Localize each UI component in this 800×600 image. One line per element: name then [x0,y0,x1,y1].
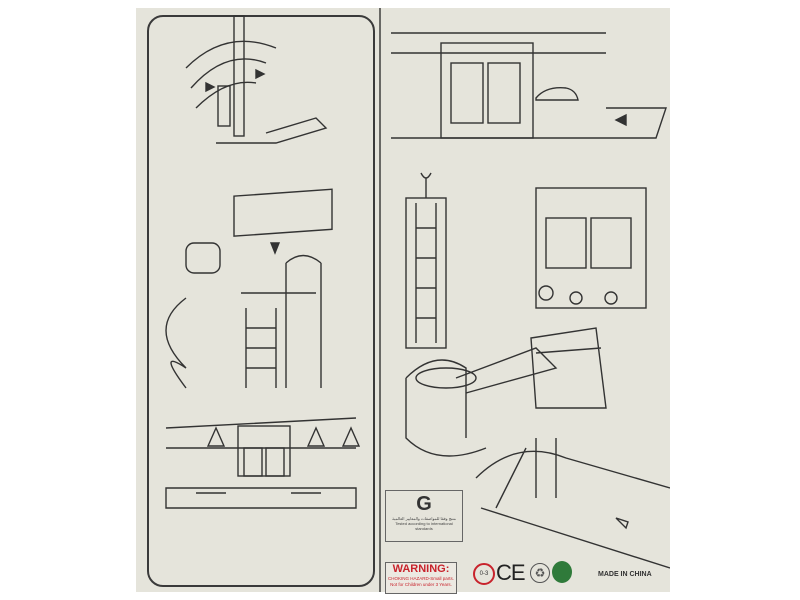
instruction-sheet: G منتج وفقا للمواصفات والمعايير العالمية… [136,8,670,594]
spiral-ramp-step [185,15,328,144]
recycle-icon: ♻ [530,563,550,583]
elevator-lock-step [535,187,647,309]
slope-step [475,438,670,569]
age-restriction-icon: 0-3 [473,563,495,585]
warning-label: WARNING: CHOKING HAZARD-Small parts. Not… [385,562,457,594]
parking-level-step [165,417,361,509]
warning-line-2: Not for Children under 3 Years. [390,582,452,587]
ce-mark-icon: CE [496,560,526,585]
standards-english-text: Tested according to international standa… [395,521,453,531]
elevator-shaft-step [405,172,447,349]
standards-logo-icon: G [416,493,432,515]
warning-line-1: CHOKING HAZARD-Small parts. [387,576,454,581]
tower-step [165,188,333,389]
green-dot-icon [552,561,572,583]
elevator-car-step [391,32,667,139]
made-in-china-text: MADE IN CHINA [598,571,652,578]
standards-arabic-text: منتج وفقا للمواصفات والمعايير العالمية [392,516,456,521]
warning-title: WARNING: [392,563,450,575]
assembly-illustrations [165,8,670,592]
track-ramp-step [405,327,607,457]
standards-badge: G منتج وفقا للمواصفات والمعايير العالمية… [385,490,463,542]
left-step-panel [147,15,375,587]
